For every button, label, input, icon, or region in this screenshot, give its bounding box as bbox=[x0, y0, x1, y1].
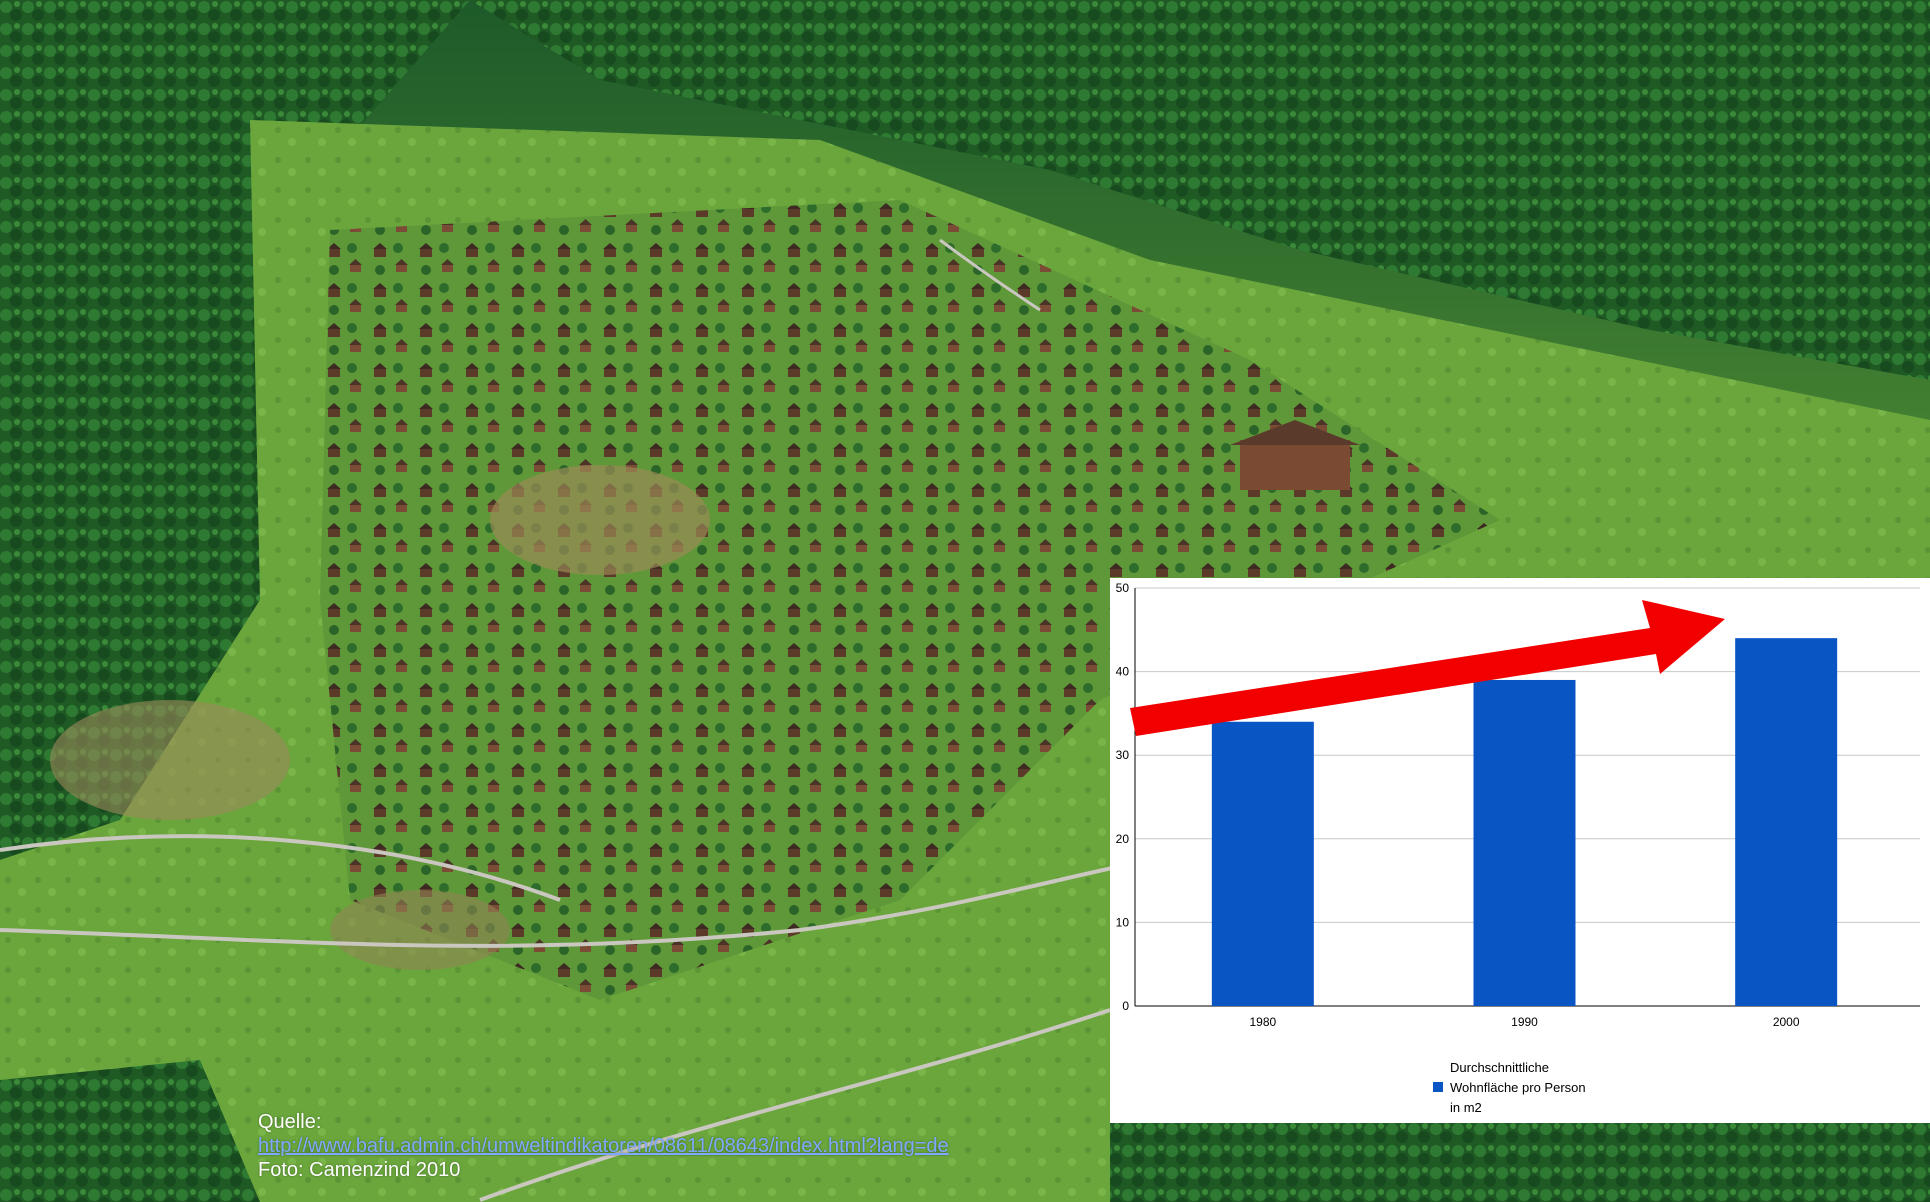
x-tick-label: 2000 bbox=[1773, 1015, 1800, 1029]
source-label: Quelle: bbox=[258, 1111, 322, 1133]
y-tick-label: 10 bbox=[1116, 915, 1130, 929]
y-tick-label: 30 bbox=[1116, 748, 1130, 762]
bar-chart: 0 10 20 30 40 50 1980 1990 2000 Durchschnittlic… bbox=[1116, 581, 1920, 1115]
bar-1980 bbox=[1211, 721, 1314, 1006]
trend-arrow-shape bbox=[1130, 600, 1725, 736]
y-tick-label: 20 bbox=[1116, 832, 1130, 846]
legend-swatch bbox=[1433, 1082, 1443, 1092]
x-tick-labels: 1980 1990 2000 bbox=[1249, 1015, 1799, 1029]
y-tick-label: 0 bbox=[1122, 999, 1129, 1013]
source-block: Quelle: http://www.bafu.admin.ch/umwelti… bbox=[258, 1110, 949, 1182]
chart-panel: 0 10 20 30 40 50 1980 1990 2000 Durchschnittlic… bbox=[1110, 578, 1930, 1123]
x-tick-label: 1990 bbox=[1511, 1015, 1538, 1029]
bar-2000 bbox=[1735, 638, 1838, 1006]
trend-arrow-icon bbox=[1130, 600, 1725, 736]
y-tick-label: 50 bbox=[1116, 581, 1130, 595]
legend-line-3: in m2 bbox=[1450, 1100, 1482, 1115]
photo-credit: Foto: Camenzind 2010 bbox=[258, 1159, 461, 1181]
legend: Durchschnittliche Wohnfläche pro Person … bbox=[1433, 1060, 1586, 1115]
bars bbox=[1211, 638, 1838, 1006]
y-tick-labels: 0 10 20 30 40 50 bbox=[1116, 581, 1130, 1013]
bar-1990 bbox=[1473, 679, 1576, 1006]
source-link[interactable]: http://www.bafu.admin.ch/umweltindikator… bbox=[258, 1135, 949, 1157]
x-tick-label: 1980 bbox=[1249, 1015, 1276, 1029]
y-tick-label: 40 bbox=[1116, 665, 1130, 679]
legend-line-2: Wohnfläche pro Person bbox=[1450, 1080, 1586, 1095]
legend-line-1: Durchschnittliche bbox=[1450, 1060, 1549, 1075]
